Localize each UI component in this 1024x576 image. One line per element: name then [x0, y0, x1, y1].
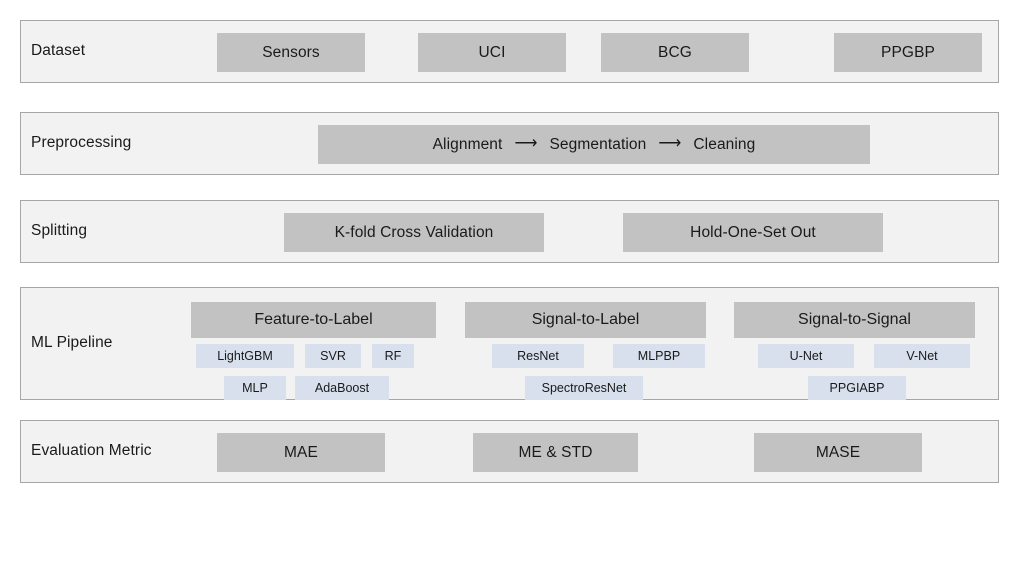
preprocessing-flow: Alignment ⟶ Segmentation ⟶ Cleaning	[432, 134, 756, 154]
model-chip-rf[interactable]: RF	[372, 344, 414, 368]
model-chip-v-net[interactable]: V-Net	[874, 344, 970, 368]
model-chip-adaboost[interactable]: AdaBoost	[295, 376, 389, 400]
model-chip-ppgiabp[interactable]: PPGIABP	[808, 376, 906, 400]
model-chip-mlp[interactable]: MLP	[224, 376, 286, 400]
dataset-chip-uci[interactable]: UCI	[418, 33, 566, 72]
metric-chip-me-std[interactable]: ME & STD	[473, 433, 638, 472]
row-evaluation-metric: Evaluation Metric MAE ME & STD MASE	[20, 420, 999, 483]
flow-step-segmentation: Segmentation	[549, 135, 647, 153]
row-dataset: Dataset Sensors UCI BCG PPGBP	[20, 20, 999, 83]
dataset-chip-bcg[interactable]: BCG	[601, 33, 749, 72]
dataset-chip-sensors[interactable]: Sensors	[217, 33, 365, 72]
row-ml-pipeline: ML Pipeline Feature-to-Label LightGBM SV…	[20, 287, 999, 400]
row-label-evaluation-metric: Evaluation Metric	[31, 442, 152, 459]
dataset-chip-ppgbp[interactable]: PPGBP	[834, 33, 982, 72]
model-chip-mlpbp[interactable]: MLPBP	[613, 344, 705, 368]
model-chip-lightgbm[interactable]: LightGBM	[196, 344, 294, 368]
model-chip-u-net[interactable]: U-Net	[758, 344, 854, 368]
group-header-signal-to-label[interactable]: Signal-to-Label	[465, 302, 706, 338]
row-label-splitting: Splitting	[31, 222, 88, 239]
metric-chip-mase[interactable]: MASE	[754, 433, 922, 472]
model-chip-spectroresnet[interactable]: SpectroResNet	[525, 376, 643, 400]
row-label-dataset: Dataset	[31, 42, 86, 59]
flow-step-cleaning: Cleaning	[693, 135, 756, 153]
splitting-chip-kfold-cross-validation[interactable]: K-fold Cross Validation	[284, 213, 544, 252]
arrow-right-icon-1: ⟶	[514, 134, 538, 152]
flow-step-alignment: Alignment	[432, 135, 503, 153]
splitting-chip-hold-one-set-out[interactable]: Hold-One-Set Out	[623, 213, 883, 252]
model-chip-svr[interactable]: SVR	[305, 344, 361, 368]
row-splitting: Splitting K-fold Cross Validation Hold-O…	[20, 200, 999, 263]
model-chip-resnet[interactable]: ResNet	[492, 344, 584, 368]
row-label-ml-pipeline: ML Pipeline	[31, 334, 113, 351]
group-header-feature-to-label[interactable]: Feature-to-Label	[191, 302, 436, 338]
group-header-signal-to-signal[interactable]: Signal-to-Signal	[734, 302, 975, 338]
arrow-right-icon-2: ⟶	[658, 134, 682, 152]
row-preprocessing: Preprocessing Alignment ⟶ Segmentation ⟶…	[20, 112, 999, 175]
row-label-preprocessing: Preprocessing	[31, 134, 132, 151]
preprocessing-flow-chip[interactable]: Alignment ⟶ Segmentation ⟶ Cleaning	[318, 125, 870, 164]
metric-chip-mae[interactable]: MAE	[217, 433, 385, 472]
